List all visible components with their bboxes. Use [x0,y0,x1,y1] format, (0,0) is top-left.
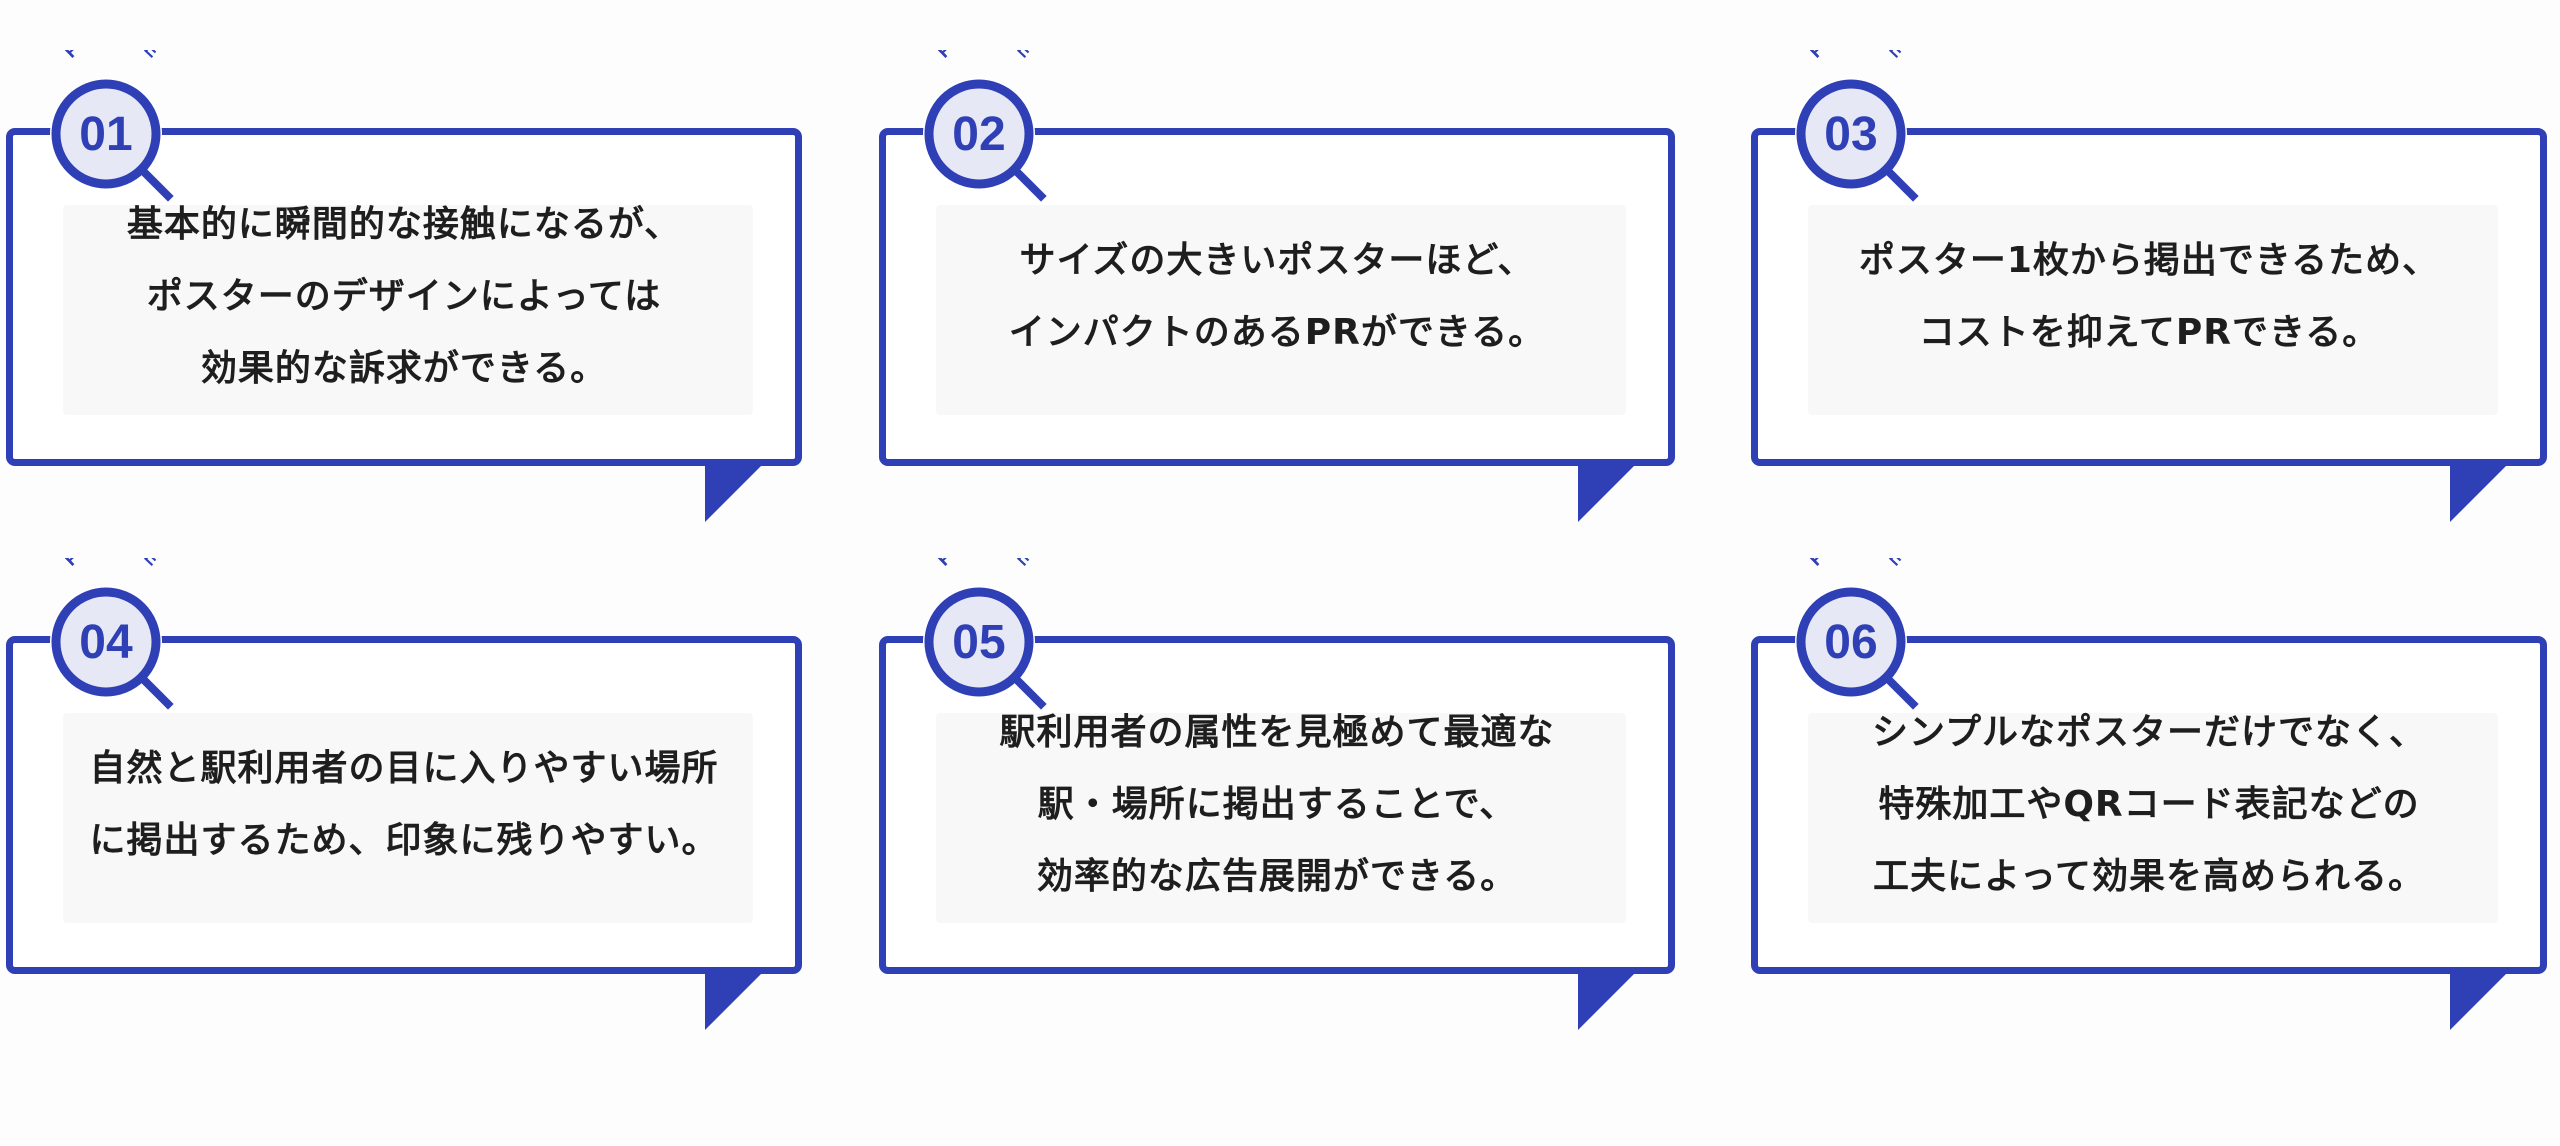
speech-bubble [6,636,802,974]
description-line: 効果的な訴求ができる。 [200,348,608,389]
feature-description: ポスター1枚から掲出できるため、コストを抑えてPRできる。 [1745,128,2553,466]
description-line: シンプルなポスターだけでなく、 [1872,712,2426,753]
description-line: コストを抑えてPRできる。 [1918,312,2380,353]
feature-card-03: ポスター1枚から掲出できるため、コストを抑えてPRできる。 FEATURE 03 [1745,0,2560,522]
description-line: 自然と駅利用者の目に入りやすい場所 [89,748,719,789]
text-panel [936,205,1626,415]
description-line: 駅利用者の属性を見極めて最適な [999,712,1555,753]
description-line: 駅・場所に掲出することで、 [1037,784,1517,825]
description-line: 工夫によって効果を高められる。 [1872,856,2426,897]
feature-label: FEATURE [60,558,163,570]
feature-description: 自然と駅利用者の目に入りやすい場所に掲出するため、印象に残りやすい。 [0,636,808,974]
magnifier-handle [136,672,174,710]
text-panel [63,713,753,923]
magnifier-handle [1009,164,1047,202]
feature-card-01: 基本的に瞬間的な接触になるが、ポスターのデザインによっては効果的な訴求ができる。… [0,0,860,522]
speech-bubble-tail [1578,466,1634,522]
feature-number: 02 [952,108,1005,161]
feature-label: FEATURE [933,50,1036,62]
speech-bubble [6,128,802,466]
feature-number: 01 [79,108,132,161]
magnifier-icon [924,587,1034,697]
description-line: 効率的な広告展開ができる。 [1036,856,1518,897]
feature-badge: FEATURE 02 [923,50,1047,202]
magnifier-icon [1796,587,1906,697]
description-line: 基本的に瞬間的な接触になるが、 [126,204,682,245]
description-line: ポスター1枚から掲出できるため、 [1858,240,2440,281]
speech-bubble [879,636,1675,974]
text-panel [1808,713,2498,923]
speech-bubble-tail [1578,974,1634,1030]
magnifier-handle [1881,672,1919,710]
text-panel [63,205,753,415]
magnifier-handle [136,164,174,202]
feature-label: FEATURE [1805,50,1908,62]
feature-badge: FEATURE 01 [50,50,174,202]
feature-label: FEATURE [933,558,1036,570]
feature-label: FEATURE [1805,558,1908,570]
feature-number: 05 [952,616,1005,669]
speech-bubble-tail [2450,974,2506,1030]
feature-number: 04 [79,616,133,669]
feature-card-05: 駅利用者の属性を見極めて最適な駅・場所に掲出することで、効率的な広告展開ができる… [873,508,1733,1030]
speech-bubble-tail [705,974,761,1030]
description-line: に掲出するため、印象に残りやすい。 [89,820,719,861]
description-line: サイズの大きいポスターほど、 [1019,240,1535,281]
magnifier-handle [1881,164,1919,202]
feature-card-06: シンプルなポスターだけでなく、特殊加工やQRコード表記などの工夫によって効果を高… [1745,508,2560,1030]
description-line: インパクトのあるPRができる。 [1008,312,1546,353]
feature-number: 03 [1824,108,1877,161]
feature-number: 06 [1824,616,1877,669]
feature-badge: FEATURE 06 [1795,558,1919,710]
feature-card-04: 自然と駅利用者の目に入りやすい場所に掲出するため、印象に残りやすい。FEATUR… [0,508,860,1030]
speech-bubble [1751,636,2547,974]
speech-bubble-tail [2450,466,2506,522]
magnifier-icon [924,79,1034,189]
magnifier-icon [51,79,161,189]
description-line: 特殊加工やQRコード表記などの [1878,784,2420,825]
speech-bubble [1751,128,2547,466]
feature-description: サイズの大きいポスターほど、インパクトのあるPRができる。 [873,128,1681,466]
feature-description: 基本的に瞬間的な接触になるが、ポスターのデザインによっては効果的な訴求ができる。 [0,128,808,466]
speech-bubble [879,128,1675,466]
text-panel [1808,205,2498,415]
description-line: ポスターのデザインによっては [146,276,662,317]
magnifier-handle [1009,672,1047,710]
feature-label: FEATURE [60,50,163,62]
feature-card-02: サイズの大きいポスターほど、インパクトのあるPRができる。 FEATURE 02 [873,0,1733,522]
feature-description: シンプルなポスターだけでなく、特殊加工やQRコード表記などの工夫によって効果を高… [1745,636,2553,974]
speech-bubble-tail [705,466,761,522]
feature-badge: FEATURE 03 [1795,50,1919,202]
magnifier-icon [1796,79,1906,189]
feature-badge: FEATURE 05 [923,558,1047,710]
magnifier-icon [51,587,161,697]
feature-badge: FEATURE 04 [50,558,174,710]
text-panel [936,713,1626,923]
feature-description: 駅利用者の属性を見極めて最適な駅・場所に掲出することで、効率的な広告展開ができる… [873,636,1681,974]
